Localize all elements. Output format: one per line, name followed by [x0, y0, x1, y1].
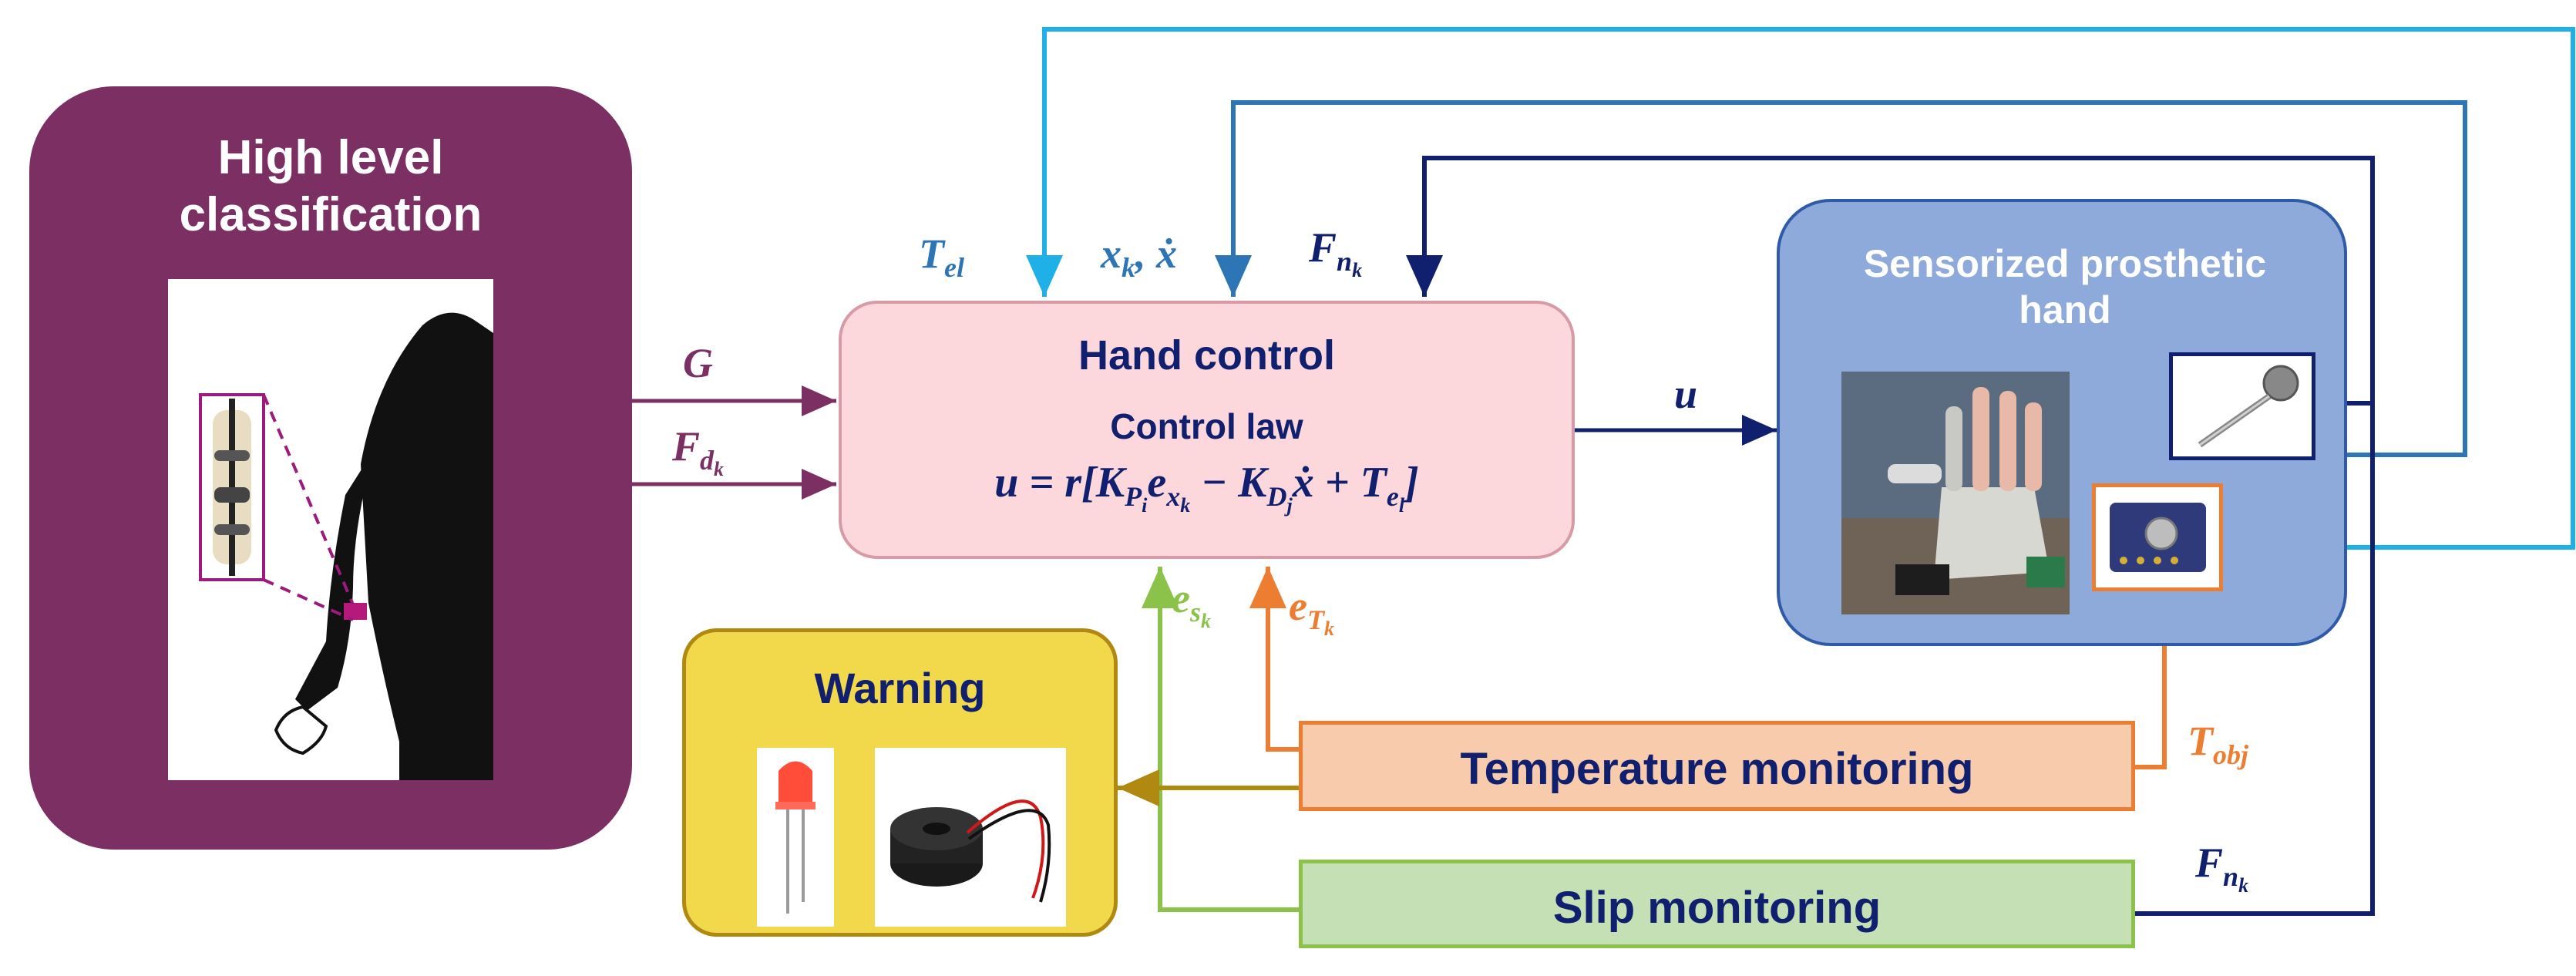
hand-control-block: Hand control Control law u = r[KPiexk − … — [839, 301, 1575, 559]
line-Fn-to-slip — [2134, 403, 2375, 916]
classification-block: High level classification — [29, 86, 632, 850]
label-x-k: xk, ẋ — [1101, 231, 1177, 283]
label-T-el: Tel — [919, 231, 964, 283]
hand-control-title: Hand control — [1078, 332, 1335, 379]
label-T-obj: Tobj — [2188, 718, 2249, 770]
temperature-monitoring-block: Temperature monitoring — [1299, 721, 2135, 811]
prosthetic-hand-block: Sensorized prosthetic hand — [1777, 199, 2347, 646]
buzzer-image — [875, 748, 1066, 927]
arm-figure-image — [168, 279, 493, 780]
feedback-x — [1215, 100, 2467, 457]
arrow-e-T — [1249, 567, 1299, 752]
prosthetic-hand-title: Sensorized prosthetic hand — [1863, 242, 2267, 332]
classification-title: High level classification — [179, 131, 483, 242]
label-e-s-k: esk — [1172, 575, 1211, 632]
prosthetic-hand-photo — [1841, 372, 2070, 614]
temperature-monitoring-title: Temperature monitoring — [1460, 744, 1974, 794]
label-F-n-k-top: Fnk — [1309, 224, 1363, 281]
line-T-obj — [2134, 587, 2167, 769]
slip-monitoring-title: Slip monitoring — [1552, 883, 1882, 933]
control-law-equation: u = r[KPiexk − KDjẋ + Tel] — [994, 459, 1419, 517]
led-image — [757, 748, 834, 927]
warning-block: Warning — [682, 628, 1118, 937]
arrow-e-s — [1142, 567, 1299, 912]
temperature-sensor-image — [2092, 483, 2223, 591]
label-F-d-k: Fdk — [672, 423, 725, 480]
feedback-Fn — [1406, 156, 2375, 406]
force-sensor-image — [2169, 352, 2315, 460]
label-F-n-k-bottom: Fnk — [2195, 840, 2249, 897]
armband-figure — [199, 312, 493, 780]
warning-title: Warning — [814, 664, 986, 712]
label-G: G — [683, 340, 713, 386]
control-law-label: Control law — [1110, 406, 1303, 446]
slip-monitoring-block: Slip monitoring — [1299, 860, 2135, 948]
label-u: u — [1674, 371, 1698, 417]
label-e-T-k: eTk — [1289, 583, 1334, 640]
feedback-T-el — [1026, 27, 2575, 550]
